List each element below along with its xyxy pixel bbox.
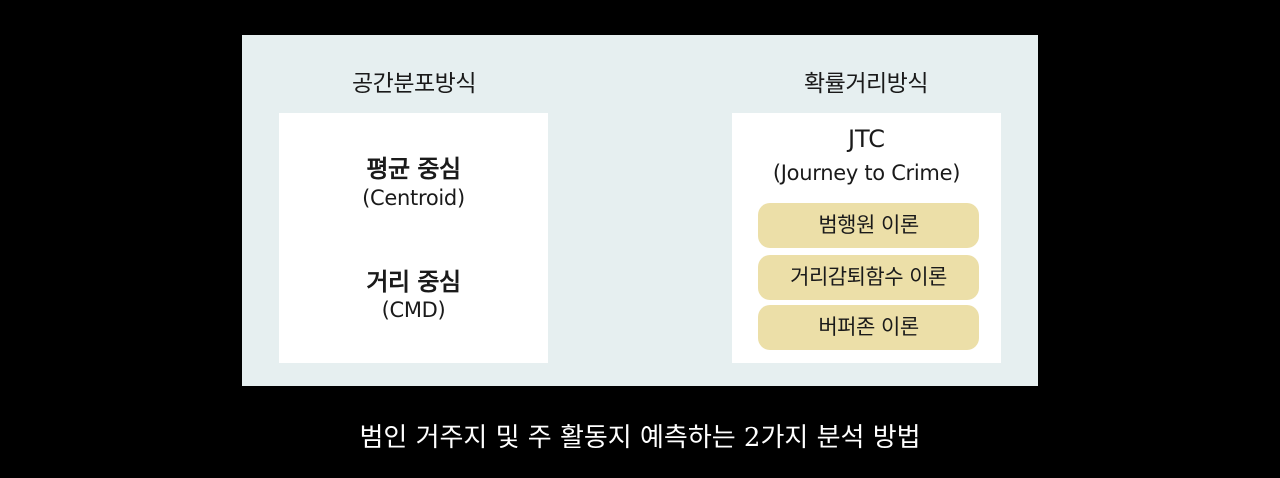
pill-distance-decay-theory: 거리감퇴함수 이론 <box>758 255 979 300</box>
probability-distance-title: 확률거리방식 <box>804 71 928 97</box>
jtc-sub-heading: (Journey to Crime) <box>772 161 961 185</box>
pill-offender-theory: 범행원 이론 <box>758 203 979 248</box>
cmd-label: 거리 중심 <box>366 268 461 296</box>
spatial-distribution-card: 평균 중심 (Centroid) 거리 중심 (CMD) <box>279 113 548 363</box>
pill-buffer-zone-theory: 버퍼존 이론 <box>758 305 979 350</box>
subtitle-caption: 범인 거주지 및 주 활동지 예측하는 2가지 분석 방법 <box>359 423 921 453</box>
jtc-heading: JTC <box>847 125 886 153</box>
cmd-sub-label: (CMD) <box>381 298 446 322</box>
spatial-distribution-title: 공간분포방식 <box>352 71 476 97</box>
probability-distance-card: JTC (Journey to Crime) 범행원 이론 거리감퇴함수 이론 … <box>732 113 1001 363</box>
centroid-sub-label: (Centroid) <box>362 186 465 210</box>
centroid-label: 평균 중심 <box>366 155 461 183</box>
